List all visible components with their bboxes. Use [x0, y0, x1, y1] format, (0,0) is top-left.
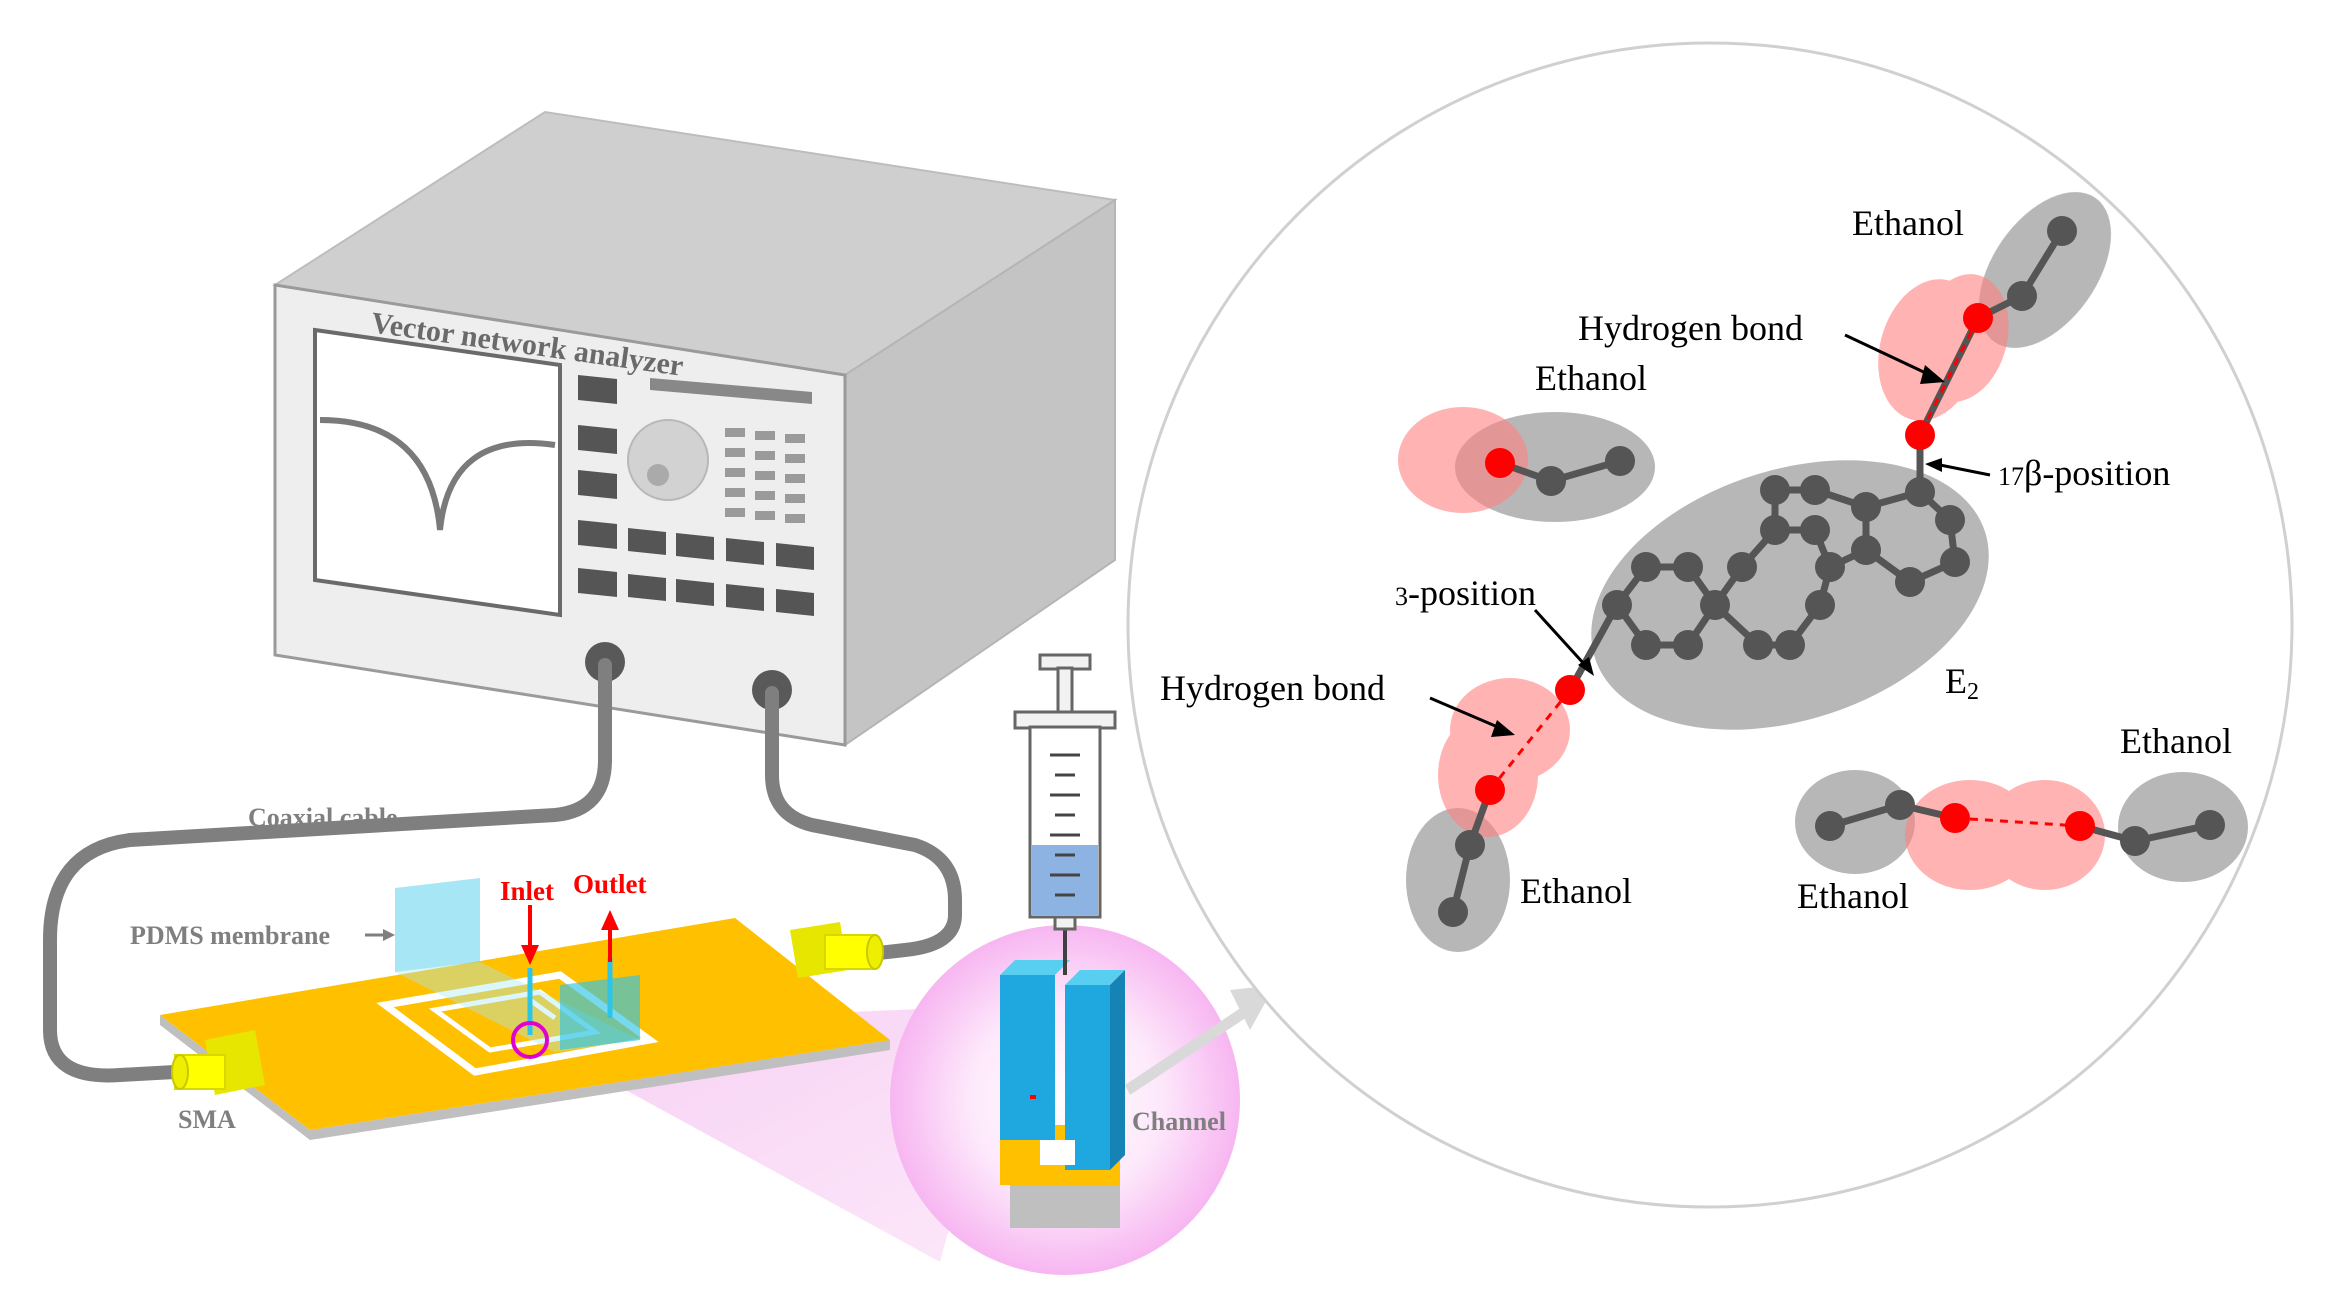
ethanol-label-bottomright: Ethanol: [1797, 876, 1909, 916]
position-3-label: 3-position: [1395, 573, 1536, 613]
channel-block-right: [1065, 985, 1110, 1170]
sma-label: SMA: [178, 1105, 236, 1134]
e2-halo: [1591, 460, 1989, 730]
syringe-liquid: [1032, 845, 1098, 915]
molecule-labels: Ethanol Hydrogen bond Ethanol 17β-positi…: [1160, 203, 2232, 916]
channel-gap: [1040, 1140, 1075, 1165]
analyzer-button-grid: [628, 528, 814, 616]
coaxial-cable-left: [43, 658, 612, 1083]
pointer-arrows: [1429, 333, 1991, 737]
ethanol-halo-bottomright-b: [2118, 772, 2248, 882]
vector-network-analyzer: Vector network analyzer: [272, 110, 1118, 747]
sma-connector-left: [171, 1030, 265, 1095]
syringe-plunger-rod: [1056, 666, 1074, 715]
analyzer-knob: [627, 419, 709, 501]
outlet-arrow: [601, 910, 619, 962]
coaxial-cable-right: [765, 686, 962, 962]
channel-dot: [1030, 1095, 1036, 1099]
pdms-pointer: [365, 929, 395, 941]
channel-zoom: [890, 925, 1275, 1275]
ethanol-halo-top: [1978, 191, 2112, 349]
carbon-atoms: [1438, 216, 2225, 927]
sma-connector-right: [790, 922, 884, 978]
channel-block-right-side: [1110, 970, 1125, 1170]
inlet-label: Inlet: [500, 876, 554, 906]
e2-label: E2: [1945, 661, 1979, 705]
coaxial-cables: [43, 658, 962, 1083]
ethanol-label-right: Ethanol: [2120, 721, 2232, 761]
resonator-outer: [376, 971, 659, 1076]
analyzer-small-keys: [725, 428, 805, 523]
analyzer-key-column: [578, 375, 617, 597]
syringe-tip: [1053, 915, 1077, 931]
pdms-membrane: [395, 878, 480, 972]
analyzer-display-bar: [650, 378, 812, 404]
hydrogen-bond-label-left: Hydrogen bond: [1160, 668, 1385, 708]
outlet-label: Outlet: [573, 869, 647, 899]
channel-block-left-top: [1000, 960, 1070, 975]
syringe-scale: [1050, 753, 1080, 897]
ethanol-label-bottomleft: Ethanol: [1520, 871, 1632, 911]
channel-label: Channel: [1132, 1107, 1226, 1136]
position-17-label: 17β-position: [1998, 453, 2170, 493]
oxygen-atoms: [1475, 303, 2095, 841]
hydrogen-bond-label-top: Hydrogen bond: [1578, 308, 1803, 348]
analyzer-trace: [319, 417, 556, 531]
pdms-membrane-label: PDMS membrane: [130, 921, 330, 950]
syringe: [1013, 653, 1117, 931]
channel-marker-circle: [511, 1021, 549, 1059]
channel-block-left: [1000, 975, 1055, 1140]
coaxial-cable-label: Coaxial cable: [248, 803, 398, 832]
hydrogen-bond-lines: [1488, 317, 2081, 828]
resonator-feed: [528, 997, 557, 1021]
ethanol-label-top: Ethanol: [1852, 203, 1964, 243]
inlet-arrow: [521, 905, 539, 965]
analyzer-screen: [313, 327, 562, 618]
channel-arrow-line: [1125, 1005, 1250, 1095]
sensor-board: [160, 878, 890, 1140]
pdms-block: [560, 975, 640, 1050]
analyzer-knob-dot: [647, 464, 669, 486]
channel-block-right-top: [1065, 970, 1125, 985]
ethanol-label-left: Ethanol: [1535, 358, 1647, 398]
